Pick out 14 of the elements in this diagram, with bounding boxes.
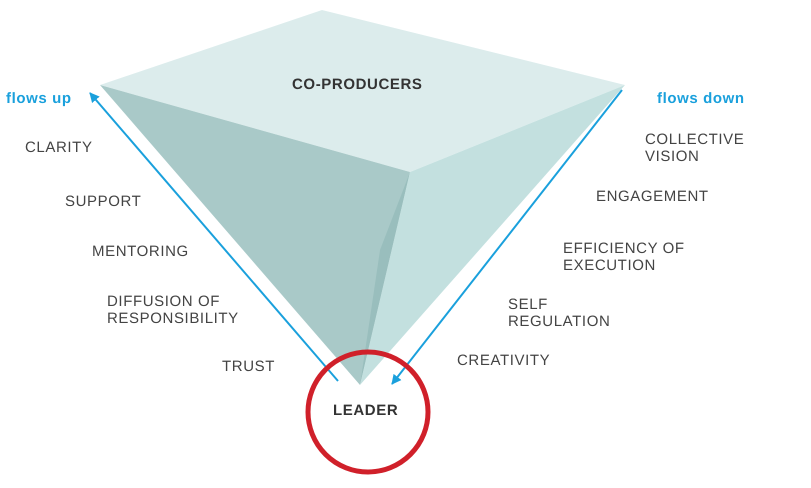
side-label: SELF REGULATION [508, 296, 608, 330]
side-label: TRUST [222, 358, 275, 375]
side-label: ENGAGEMENT [596, 188, 709, 205]
side-label: CREATIVITY [457, 352, 550, 369]
side-label: CLARITY [25, 139, 93, 156]
side-label: DIFFUSION OF RESPONSIBILITY [107, 293, 240, 327]
node-label: CO-PRODUCERS [292, 76, 423, 93]
node-label: LEADER [333, 402, 398, 419]
arrow [391, 89, 623, 385]
arrow [89, 92, 339, 382]
side-label: MENTORING [92, 243, 189, 260]
side-label: SUPPORT [65, 193, 142, 210]
side-label: EFFICIENCY OF EXECUTION [563, 240, 686, 274]
side-label: COLLECTIVE VISION [645, 131, 746, 165]
